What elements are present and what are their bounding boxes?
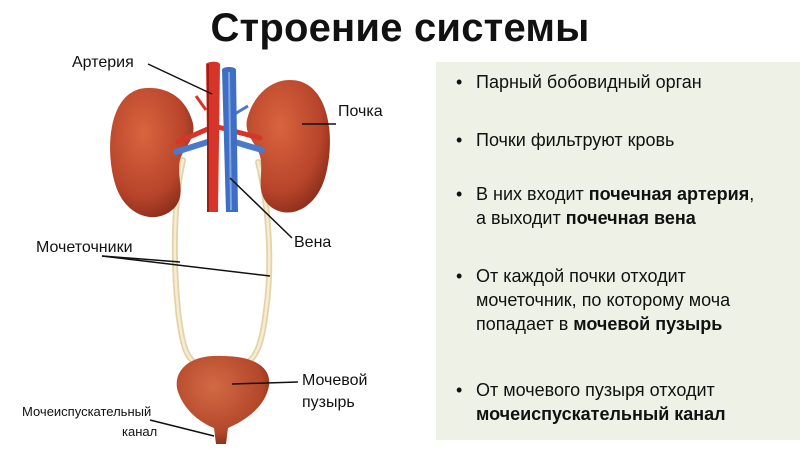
left-renal-artery bbox=[175, 125, 213, 145]
fact-bold: почечная артерия bbox=[588, 184, 750, 204]
ureters-leader-right bbox=[101, 255, 271, 277]
facts-panel: Парный бобовидный орган Почки фильтруют … bbox=[436, 62, 800, 440]
aorta bbox=[206, 61, 220, 212]
fact-text: мочеточник, по которому моча bbox=[476, 290, 731, 310]
label-bladder-line1: Мочевой bbox=[302, 372, 368, 389]
top-left-branch bbox=[194, 95, 208, 111]
urethra-leader bbox=[149, 419, 215, 437]
label-urethra-line2: канал bbox=[122, 424, 158, 439]
label-vein: Вена bbox=[294, 234, 332, 251]
bladder bbox=[176, 355, 270, 444]
artery-leader bbox=[147, 63, 213, 95]
fact-text: В них входит bbox=[476, 184, 589, 204]
fact-item: От каждой почки отходит мочеточник, по к… bbox=[450, 264, 794, 336]
right-renal-artery bbox=[211, 123, 263, 141]
page-title: Строение системы bbox=[210, 6, 590, 50]
urinary-system-diagram: Артерия Почка Вена Мочеточники Мочевой п… bbox=[22, 54, 383, 444]
label-artery: Артерия bbox=[72, 54, 134, 71]
label-kidney: Почка bbox=[338, 103, 383, 120]
label-bladder-line2: пузырь bbox=[302, 394, 355, 411]
fact-text: От каждой почки отходит bbox=[476, 266, 686, 286]
label-urethra-line1: Мочеиспускательный bbox=[22, 404, 152, 419]
fact-text: От мочевого пузыря отходит bbox=[476, 380, 715, 400]
fact-item: Почки фильтруют кровь bbox=[450, 128, 794, 152]
anatomy-illustration bbox=[101, 61, 336, 444]
right-kidney bbox=[246, 80, 330, 213]
vena-cava-highlight bbox=[228, 71, 232, 211]
vein-leader bbox=[229, 177, 293, 239]
fact-text: а выходит bbox=[476, 208, 566, 228]
fact-bold: мочеиспускательный канал bbox=[476, 404, 726, 424]
fact-item: Парный бобовидный орган bbox=[450, 70, 794, 94]
fact-text: Почки фильтруют кровь bbox=[476, 130, 675, 150]
fact-bold: мочевой пузырь bbox=[573, 314, 723, 334]
bladder-leader bbox=[231, 381, 299, 385]
fact-text: , bbox=[749, 184, 755, 204]
fact-item: В них входит почечная артерия, а выходит… bbox=[450, 182, 794, 230]
label-ureters: Мочеточники bbox=[36, 239, 133, 256]
fact-text: Парный бобовидный орган bbox=[476, 72, 702, 92]
fact-item: От мочевого пузыря отходит мочеиспускате… bbox=[450, 378, 794, 426]
left-kidney bbox=[110, 87, 194, 218]
fact-bold: почечная вена bbox=[565, 208, 696, 228]
fact-text: попадает в bbox=[476, 314, 574, 334]
